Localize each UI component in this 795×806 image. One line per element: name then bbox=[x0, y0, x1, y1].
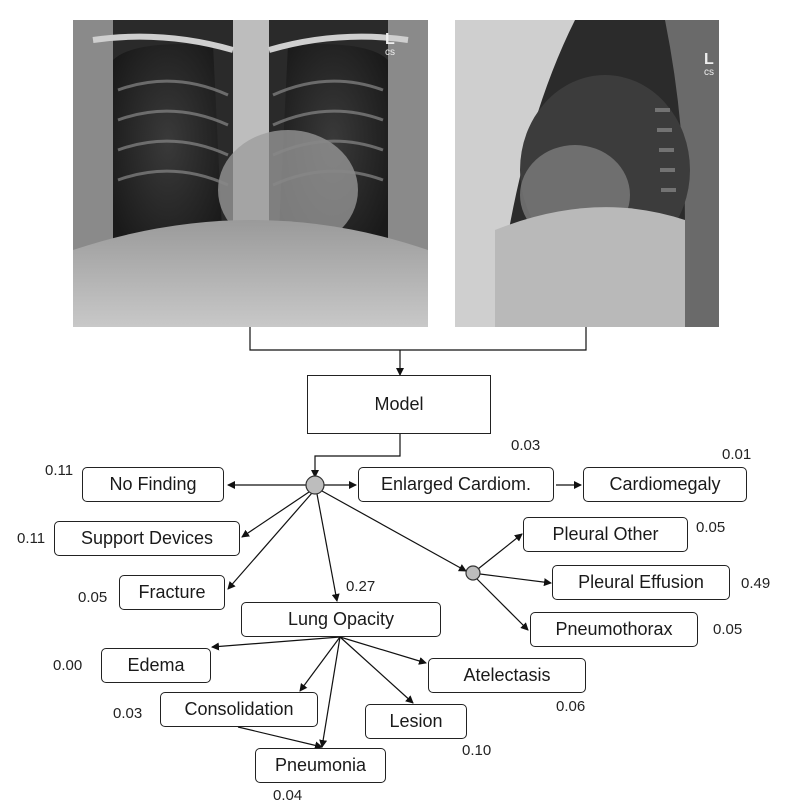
edge-hub-fracture bbox=[227, 492, 313, 590]
edge-lesion bbox=[339, 636, 414, 704]
frontal-side-marker: L cs bbox=[385, 32, 395, 58]
node-atelectasis: Atelectasis bbox=[428, 658, 586, 693]
node-lung-opacity: Lung Opacity bbox=[241, 602, 441, 637]
pleural-hub-node bbox=[465, 565, 481, 581]
lateral-marker-sub: cs bbox=[704, 67, 714, 78]
edge-atelectasis bbox=[339, 636, 427, 665]
frontal-xray-image: L cs bbox=[73, 20, 428, 327]
score-pleural-effusion: 0.49 bbox=[741, 575, 771, 592]
edge-pleural-other bbox=[477, 533, 523, 570]
score-atelectasis: 0.06 bbox=[556, 698, 586, 715]
score-enlarged-cardiom: 0.03 bbox=[511, 437, 541, 454]
score-consolidation: 0.03 bbox=[113, 705, 143, 722]
node-edema: Edema bbox=[101, 648, 211, 683]
node-fracture: Fracture bbox=[119, 575, 225, 610]
edge-pneumothorax bbox=[476, 578, 529, 631]
model-to-hub-arrow bbox=[311, 433, 401, 478]
node-consolidation: Consolidation bbox=[160, 692, 318, 727]
node-pleural-other: Pleural Other bbox=[523, 517, 688, 552]
score-fracture: 0.05 bbox=[78, 589, 108, 606]
node-support-devices: Support Devices bbox=[54, 521, 240, 556]
frontal-marker-sub: cs bbox=[385, 47, 395, 58]
score-edema: 0.00 bbox=[53, 657, 83, 674]
node-pneumothorax: Pneumothorax bbox=[530, 612, 698, 647]
edge-consolidation bbox=[299, 636, 341, 692]
lateral-marker-letter: L bbox=[704, 51, 714, 68]
score-cardiomegaly: 0.01 bbox=[722, 446, 752, 463]
lateral-side-marker: L cs bbox=[704, 52, 714, 78]
model-box: Model bbox=[307, 375, 491, 434]
score-no-finding: 0.11 bbox=[45, 462, 74, 479]
score-pneumonia: 0.04 bbox=[273, 787, 303, 804]
score-pleural-other: 0.05 bbox=[696, 519, 726, 536]
score-support-devices: 0.11 bbox=[17, 530, 46, 547]
frontal-image-connector bbox=[249, 327, 587, 351]
edge-hub-lung-opacity bbox=[316, 493, 340, 602]
edge-edema bbox=[211, 636, 341, 651]
frontal-marker-letter: L bbox=[385, 31, 395, 48]
node-lesion: Lesion bbox=[365, 704, 467, 739]
node-enlarged-cardiom: Enlarged Cardiom. bbox=[358, 467, 554, 502]
node-pleural-effusion: Pleural Effusion bbox=[552, 565, 730, 600]
edge-hub-pleural-hub bbox=[321, 490, 467, 572]
score-lesion: 0.10 bbox=[462, 742, 492, 759]
edge-pleural-effusion bbox=[479, 573, 552, 587]
lateral-xray-image: L cs bbox=[455, 20, 719, 327]
node-pneumonia: Pneumonia bbox=[255, 748, 386, 783]
edge-pneumonia bbox=[319, 636, 341, 748]
central-hub-node bbox=[305, 475, 325, 495]
score-lung-opacity: 0.27 bbox=[346, 578, 376, 595]
node-cardiomegaly: Cardiomegaly bbox=[583, 467, 747, 502]
node-no-finding: No Finding bbox=[82, 467, 224, 502]
edge-consolidation-pneumonia bbox=[237, 726, 323, 750]
edge-hub-support-devices bbox=[241, 491, 310, 538]
score-pneumothorax: 0.05 bbox=[713, 621, 743, 638]
